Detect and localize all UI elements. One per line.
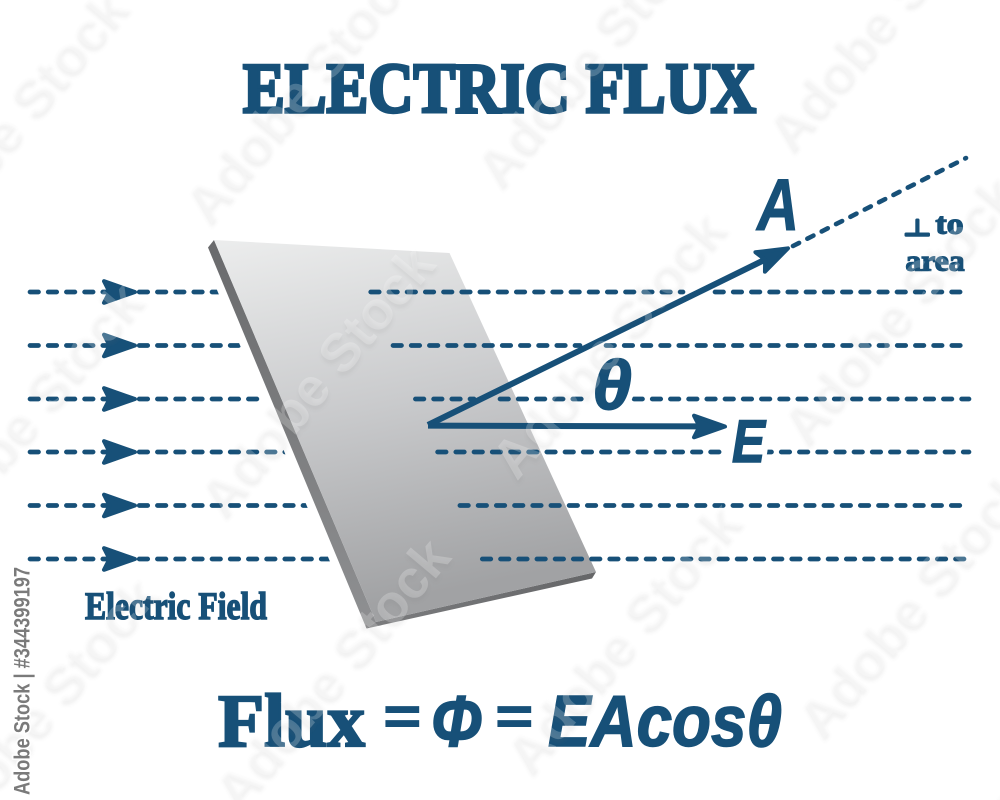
- svg-text:θ: θ: [592, 346, 632, 424]
- svg-text:area: area: [906, 245, 965, 278]
- svg-text:Adobe Stock | #344399197: Adobe Stock | #344399197: [10, 567, 35, 795]
- svg-text:A: A: [755, 165, 799, 246]
- svg-text:=: =: [383, 679, 422, 756]
- svg-text:ELECTRIC FLUX: ELECTRIC FLUX: [243, 50, 756, 128]
- svg-text:to: to: [936, 208, 964, 241]
- svg-text:θ: θ: [592, 346, 632, 424]
- svg-text:Electric Field: Electric Field: [85, 585, 267, 628]
- svg-text:Φ: Φ: [431, 682, 482, 762]
- svg-text:=: =: [495, 679, 534, 756]
- svg-text:EAcosθ: EAcosθ: [548, 682, 782, 762]
- svg-text:E: E: [732, 408, 767, 475]
- svg-text:E: E: [732, 408, 767, 475]
- svg-text:Flux: Flux: [218, 680, 365, 763]
